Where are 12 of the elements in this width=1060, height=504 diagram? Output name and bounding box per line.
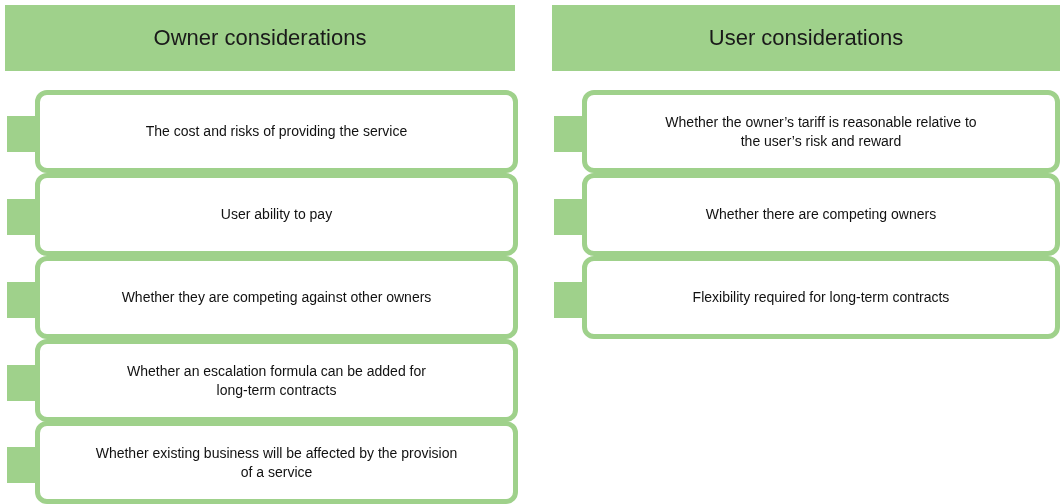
item-text: Whether an escalation formula can be added for long-term contracts bbox=[126, 361, 427, 400]
item-text: Whether there are competing owners bbox=[705, 205, 937, 224]
column-heading: Owner considerations bbox=[153, 25, 367, 51]
item-text: Flexibility required for long-term contracts bbox=[692, 288, 950, 307]
column-heading: User considerations bbox=[708, 25, 904, 51]
header-band bbox=[552, 5, 1060, 71]
item-text: Whether the owner’s tariff is reasonable relative to the user’s risk and reward bbox=[664, 112, 978, 151]
header-band bbox=[5, 5, 515, 71]
item-text: The cost and risks of providing the service bbox=[145, 122, 408, 141]
item-text: Whether existing business will be affected by the provision of a service bbox=[94, 443, 459, 482]
item-text: User ability to pay bbox=[220, 205, 333, 224]
item-text: Whether they are competing against other owners bbox=[121, 288, 432, 307]
